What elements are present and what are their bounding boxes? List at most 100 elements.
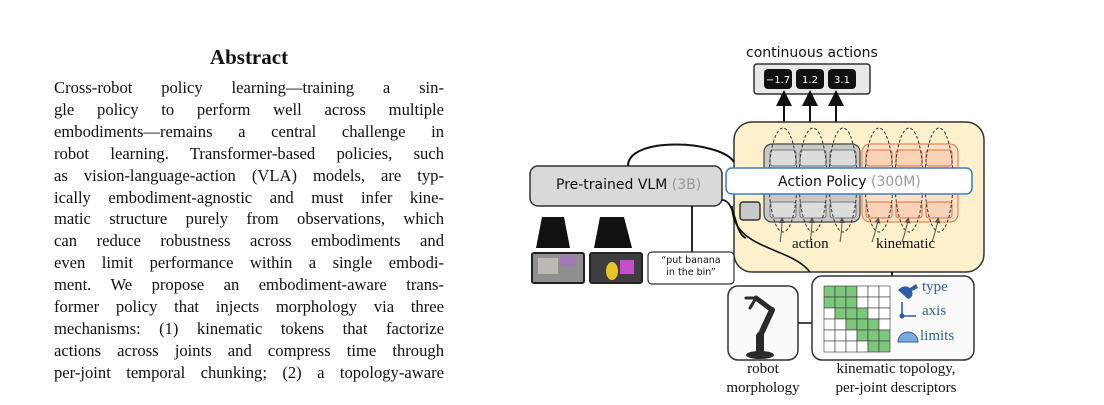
instruction-text: “put banana in the bin” bbox=[651, 255, 731, 279]
robot-arm-icon bbox=[744, 295, 775, 359]
action-value-1: −1.7 bbox=[766, 75, 790, 86]
matrix-cell bbox=[867, 318, 880, 331]
matrix-cell bbox=[856, 296, 869, 309]
continuous-actions-label: continuous actions bbox=[746, 45, 878, 61]
descriptor-type: type bbox=[922, 279, 948, 295]
continuous-actions-box: −1.7 1.2 3.1 bbox=[753, 63, 871, 95]
matrix-cell bbox=[856, 340, 869, 353]
matrix-cell bbox=[845, 340, 858, 353]
vlm-title: Pre-trained VLM bbox=[556, 177, 668, 193]
matrix-cell bbox=[823, 329, 836, 342]
topology-caption-line: per-joint descriptors bbox=[835, 380, 957, 396]
robot-caption: robot morphology bbox=[716, 360, 810, 398]
abstract-line: embodiments—remains a central challenge … bbox=[54, 121, 444, 141]
matrix-cell bbox=[867, 307, 880, 320]
matrix-cell bbox=[834, 340, 847, 353]
instruction-box bbox=[647, 251, 735, 285]
kinematic-token bbox=[895, 149, 923, 167]
vlm-label: Pre-trained VLM (3B) bbox=[556, 177, 701, 193]
descriptor-axis: axis bbox=[922, 303, 947, 319]
action-policy-size: (300M) bbox=[871, 174, 921, 190]
abstract-line: per-joint temporal chunking; (2) a topol… bbox=[54, 362, 444, 382]
joint-type-icon bbox=[898, 284, 918, 299]
abstract-line: Cross-robot policy learning—training a s… bbox=[54, 78, 444, 97]
matrix-cell bbox=[823, 285, 836, 298]
abstract-line: can reduce robustness across embodiments… bbox=[54, 231, 444, 251]
kinematic-token bbox=[895, 201, 923, 219]
joint-limits-icon bbox=[897, 331, 919, 343]
matrix-cell bbox=[823, 296, 836, 309]
action-value-3: 3.1 bbox=[834, 75, 850, 86]
abstract-body: Cross-robot policy learning—training a s… bbox=[54, 77, 444, 384]
instruction-line: “put banana bbox=[661, 255, 721, 266]
abstract-line: even limit performance within a single e… bbox=[54, 253, 444, 273]
camera-frustum bbox=[594, 217, 632, 248]
descriptor-limits: limits bbox=[920, 328, 955, 344]
matrix-cell bbox=[867, 340, 880, 353]
action-label: action bbox=[792, 236, 829, 252]
matrix-cell bbox=[834, 307, 847, 320]
abstract-line: ically embodiment-agnostic and must infe… bbox=[54, 187, 444, 207]
matrix-cell bbox=[867, 285, 880, 298]
matrix-cell bbox=[856, 285, 869, 298]
matrix-cell bbox=[845, 285, 858, 298]
matrix-cell bbox=[845, 329, 858, 342]
action-token bbox=[769, 201, 797, 219]
action-token bbox=[829, 201, 857, 219]
vlm-to-policy-link bbox=[627, 143, 735, 167]
abstract-line: robot learning. Transformer-based polici… bbox=[54, 143, 444, 163]
action-token bbox=[829, 149, 857, 167]
abstract-title: Abstract bbox=[209, 45, 289, 69]
state-token bbox=[739, 201, 761, 221]
matrix-cell bbox=[823, 318, 836, 331]
vlm-to-state-link bbox=[721, 199, 747, 239]
matrix-cell bbox=[878, 296, 891, 309]
vlm-box bbox=[529, 165, 723, 207]
action-policy-box bbox=[725, 167, 973, 195]
kinematic-token bbox=[925, 201, 953, 219]
kinematic-label: kinematic bbox=[876, 236, 936, 252]
matrix-cell bbox=[878, 307, 891, 320]
matrix-cell bbox=[823, 340, 836, 353]
matrix-cell bbox=[856, 318, 869, 331]
abstract-line: mechanisms: (1) kinematic tokens that fa… bbox=[54, 318, 444, 338]
kinematic-token bbox=[925, 149, 953, 167]
matrix-cell bbox=[878, 318, 891, 331]
instruction-line: in the bin” bbox=[666, 267, 716, 278]
camera-frustum bbox=[536, 217, 570, 248]
matrix-cell bbox=[845, 318, 858, 331]
matrix-cell bbox=[867, 329, 880, 342]
abstract-line: as vision-language-action (VLA) models, … bbox=[54, 165, 444, 185]
action-policy-title: Action Policy bbox=[778, 174, 867, 190]
lower-link bbox=[731, 205, 811, 273]
topology-caption-line: kinematic topology, bbox=[836, 361, 956, 377]
matrix-cell bbox=[845, 307, 858, 320]
matrix-cell bbox=[867, 296, 880, 309]
adjacency-matrix bbox=[823, 285, 891, 353]
action-value-2: 1.2 bbox=[802, 75, 818, 86]
action-token bbox=[799, 149, 827, 167]
abstract-line: matic structure purely from observations… bbox=[54, 209, 444, 229]
matrix-cell bbox=[834, 329, 847, 342]
vlm-size: (3B) bbox=[671, 177, 702, 193]
robot-caption-line: robot bbox=[747, 361, 779, 377]
abstract-line: ment. We propose an embodiment-aware tra… bbox=[54, 275, 444, 295]
action-token bbox=[799, 201, 827, 219]
matrix-cell bbox=[878, 285, 891, 298]
kinematic-input-arrows bbox=[778, 217, 941, 243]
action-policy-label: Action Policy (300M) bbox=[778, 174, 921, 190]
robot-caption-line: morphology bbox=[726, 380, 800, 396]
action-token bbox=[769, 149, 797, 167]
matrix-cell bbox=[834, 285, 847, 298]
kinematic-token bbox=[865, 201, 893, 219]
matrix-cell bbox=[834, 296, 847, 309]
kinematic-token bbox=[865, 149, 893, 167]
matrix-cell bbox=[834, 318, 847, 331]
matrix-cell bbox=[823, 307, 836, 320]
abstract-line: former policy that injects morphology vi… bbox=[54, 297, 444, 317]
architecture-diagram: −1.7 1.2 3.1 bbox=[529, 63, 985, 361]
abstract-line: gle policy to perform well across multip… bbox=[54, 99, 444, 119]
topology-caption: kinematic topology, per-joint descriptor… bbox=[816, 360, 976, 398]
abstract-line: actions across joints and compress time … bbox=[54, 340, 444, 360]
matrix-cell bbox=[878, 340, 891, 353]
